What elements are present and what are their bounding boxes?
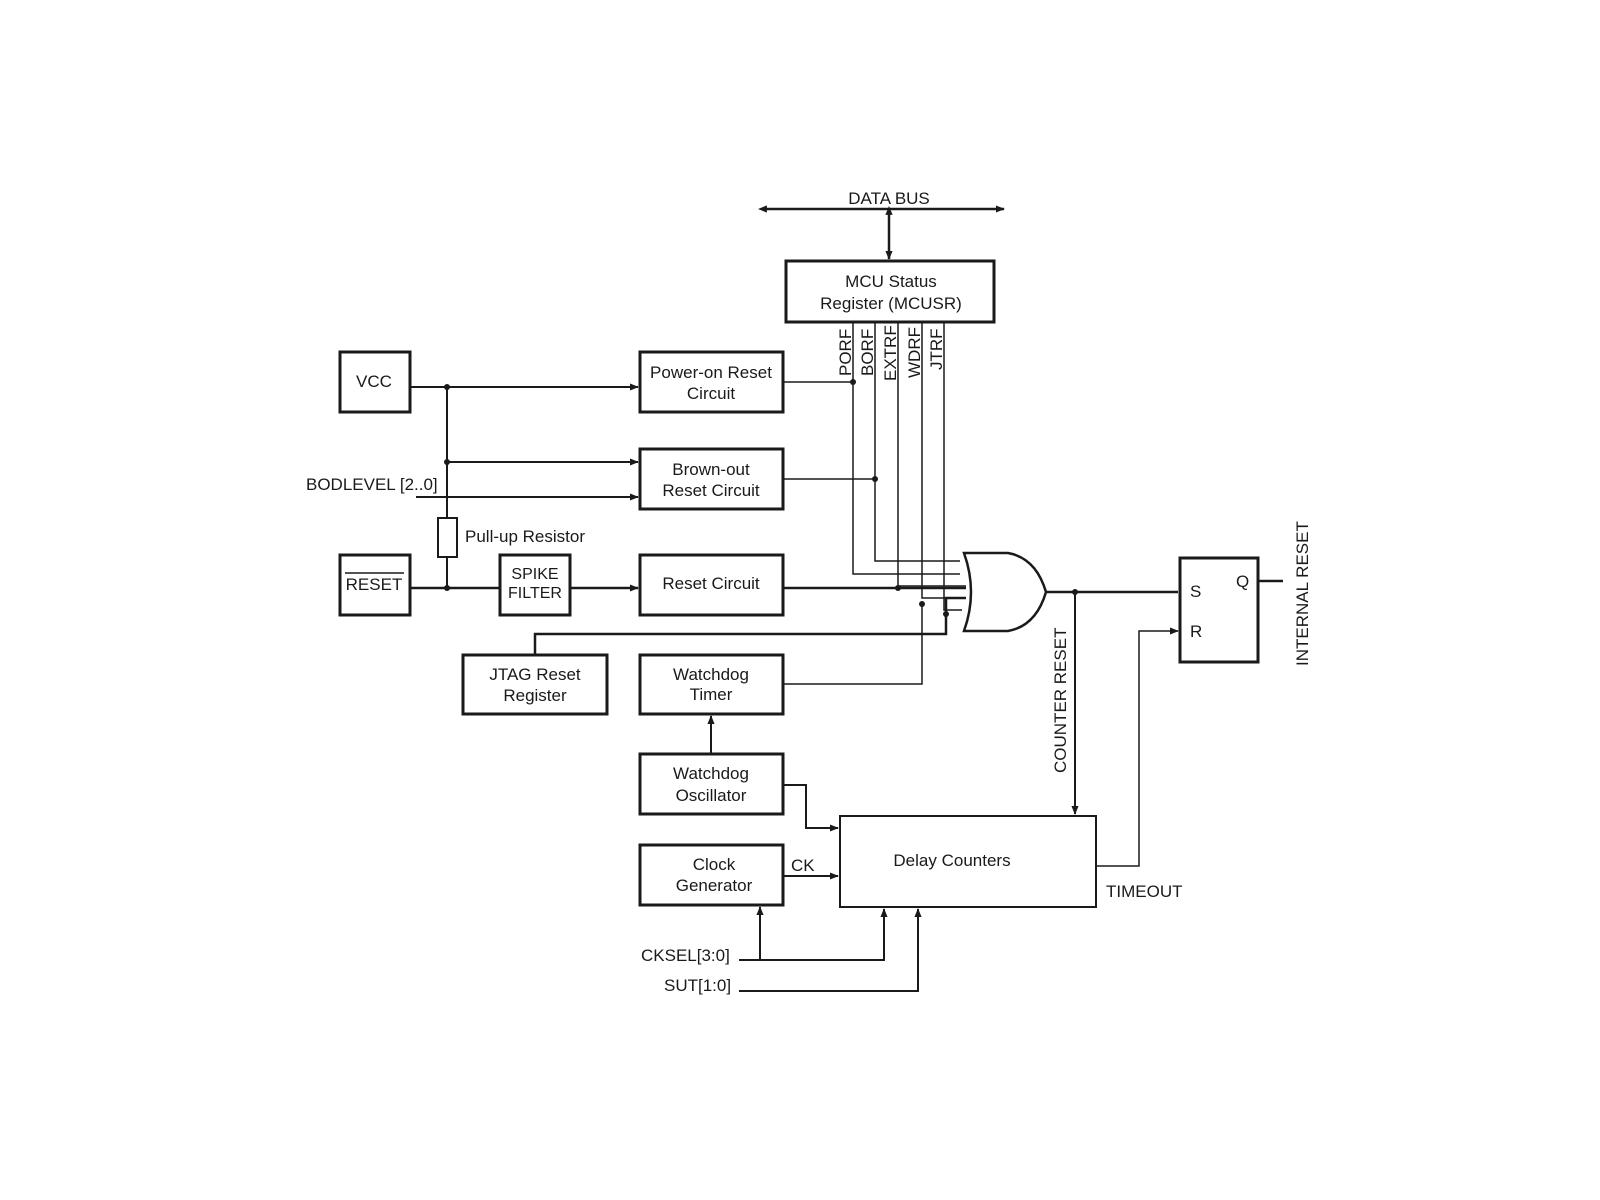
por-label-2: Circuit (687, 384, 735, 403)
wdt-label-2: Timer (690, 685, 733, 704)
spike-label-2: FILTER (508, 585, 562, 602)
wdosc-label-2: Oscillator (676, 786, 747, 805)
flag-wdrf: WDRF (905, 327, 924, 378)
delay-counters-block: Delay Counters TIMEOUT (839, 627, 1183, 908)
ck-label: CK (791, 856, 815, 875)
spike-filter-block: SPIKE FILTER (498, 553, 572, 617)
mcusr-label-1: MCU Status (845, 272, 937, 291)
reset-chain-wiring (410, 584, 966, 592)
por-label-1: Power-on Reset (650, 363, 772, 382)
internal-reset-label: INTERNAL RESET (1293, 521, 1312, 666)
mcusr-label-2: Register (MCUSR) (820, 294, 962, 313)
config-inputs: CKSEL[3:0] SUT[1:0] (641, 906, 922, 995)
reset-circuit-label: Reset Circuit (662, 574, 760, 593)
jtag-reset-register-block: JTAG Reset Register (461, 596, 966, 716)
vcc-wiring (410, 383, 639, 518)
mcusr-flags: PORF BORF EXTRF WDRF JTRF (836, 325, 946, 381)
flag-extrf: EXTRF (881, 325, 900, 381)
reset-circuit-block: Reset Circuit (638, 553, 785, 617)
delay-label: Delay Counters (893, 851, 1010, 870)
flag-porf: PORF (836, 329, 855, 376)
vcc-block: VCC (338, 350, 412, 414)
power-on-reset-block: Power-on Reset Circuit (638, 350, 785, 414)
bod-label-1: Brown-out (672, 460, 750, 479)
watchdog-timer-block: Watchdog Timer (638, 601, 925, 716)
data-bus-label: DATA BUS (848, 189, 930, 208)
bodlevel-label: BODLEVEL [2..0] (306, 475, 438, 494)
flag-borf: BORF (858, 329, 877, 376)
spike-label-1: SPIKE (511, 566, 558, 583)
counter-reset-label: COUNTER RESET (1051, 628, 1070, 773)
wdt-label-1: Watchdog (673, 665, 749, 684)
sr-q-label: Q (1236, 572, 1249, 591)
por-bod-outputs (783, 379, 901, 591)
jtag-label-1: JTAG Reset (489, 665, 581, 684)
mcusr-block: MCU Status Register (MCUSR) (784, 259, 996, 324)
bod-label-2: Reset Circuit (662, 481, 760, 500)
clockgen-label-1: Clock (693, 855, 736, 874)
wdosc-label-1: Watchdog (673, 764, 749, 783)
data-bus: DATA BUS (757, 189, 1005, 260)
sr-s-label: S (1190, 582, 1201, 601)
timeout-label: TIMEOUT (1106, 882, 1183, 901)
brown-out-reset-block: Brown-out Reset Circuit (638, 447, 785, 511)
watchdog-oscillator-block: Watchdog Oscillator (638, 715, 839, 832)
pull-up-label: Pull-up Resistor (465, 527, 585, 546)
or-gate: COUNTER RESET (962, 551, 1178, 815)
vcc-label: VCC (356, 372, 392, 391)
jtag-label-2: Register (503, 686, 567, 705)
clock-generator-block: Clock Generator CK (638, 843, 839, 907)
bodlevel-input: BODLEVEL [2..0] (306, 475, 639, 501)
flag-wires (852, 322, 966, 611)
cksel-label: CKSEL[3:0] (641, 946, 730, 965)
sut-label: SUT[1:0] (664, 976, 731, 995)
sr-latch-block: S R Q INTERNAL RESET (1178, 521, 1312, 666)
reset-pin-label: RESET (346, 575, 403, 594)
reset-pin-block: RESET (338, 553, 412, 617)
flag-jtrf: JTRF (927, 328, 946, 370)
pull-up-resistor: Pull-up Resistor (437, 517, 585, 588)
sr-r-label: R (1190, 622, 1202, 641)
clockgen-label-2: Generator (676, 876, 753, 895)
